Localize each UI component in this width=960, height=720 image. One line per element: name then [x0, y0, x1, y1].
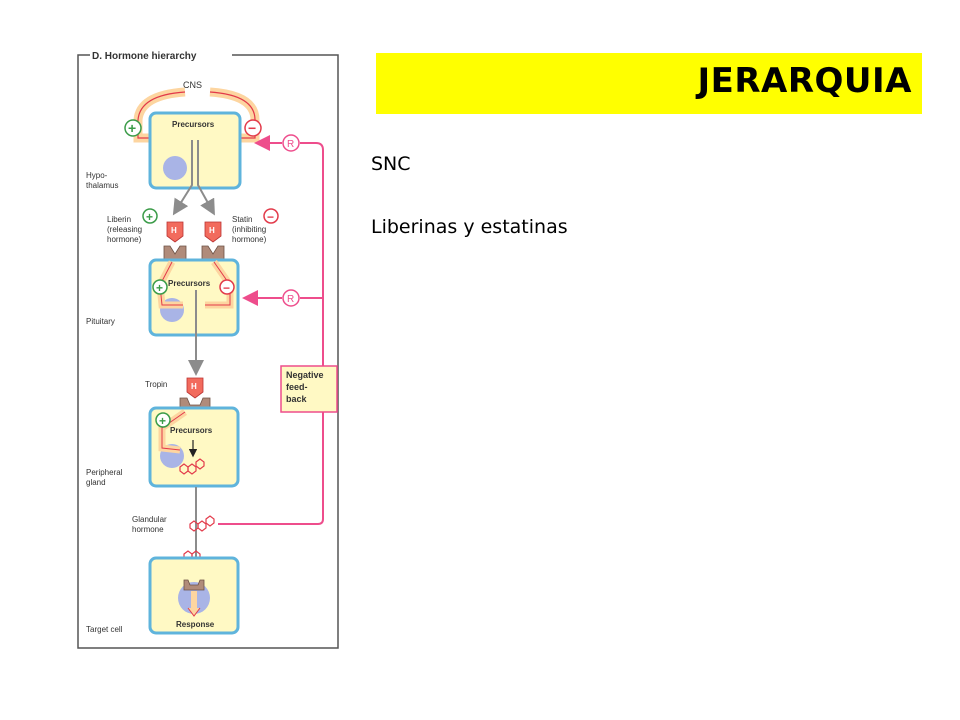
pituitary-minus-badge: − — [219, 279, 235, 295]
slide-title: JERARQUIA — [697, 61, 912, 101]
svg-text:+: + — [156, 281, 163, 295]
title-banner: JERARQUIA — [376, 53, 922, 114]
svg-text:+: + — [146, 210, 153, 224]
statin-label-1: Statin — [232, 215, 252, 224]
target-cell-label: Target cell — [86, 625, 123, 634]
negative-feedback-box: Negative feed- back — [280, 365, 338, 413]
svg-text:−: − — [223, 281, 230, 295]
hypothalamus-label-1: Hypo- — [86, 171, 108, 180]
receptor-badge-pituitary: R — [282, 289, 300, 307]
glandular-hormone-label-2: hormone — [132, 525, 164, 534]
liberin-label-3: hormone) — [107, 235, 142, 244]
hypothalamus-precursors-label: Precursors — [172, 120, 215, 129]
hypothalamus-label-2: thalamus — [86, 181, 118, 190]
liberin-plus-badge: + — [142, 208, 158, 224]
liberin-hormone: H — [166, 221, 184, 243]
negative-feedback-label-2: feed- — [286, 382, 308, 392]
peripheral-precursors-label: Precursors — [170, 426, 213, 435]
glandular-hormone-molecule — [189, 515, 215, 532]
figure-frame — [77, 54, 339, 649]
arrow-to-liberin — [172, 140, 193, 216]
liberin-label-2: (releasing — [107, 225, 142, 234]
response-label: Response — [176, 620, 215, 629]
pituitary-inhibit-arrow — [205, 260, 234, 309]
tropin-hormone: H — [186, 377, 204, 399]
svg-text:+: + — [159, 414, 166, 428]
response-arrow — [187, 591, 201, 617]
tropin-label: Tropin — [145, 380, 167, 389]
pituitary-label: Pituitary — [86, 317, 115, 326]
hypothalamus-nucleus — [163, 156, 187, 180]
cns-stimulate-arrow — [133, 87, 186, 143]
hypothalamus-minus-badge: − — [244, 119, 262, 137]
statin-hormone: H — [204, 221, 222, 243]
glandular-hormone-label-1: Glandular — [132, 515, 167, 524]
cns-label: CNS — [183, 80, 202, 90]
negative-feedback-loop — [218, 135, 324, 525]
peripheral-stimulate-arrow — [158, 409, 187, 454]
text-liberinas-estatinas: Liberinas y estatinas — [371, 216, 568, 238]
svg-text:+: + — [128, 120, 136, 136]
pituitary-precursors-label: Precursors — [168, 279, 211, 288]
statin-minus-badge: − — [263, 208, 279, 224]
pituitary-plus-badge: + — [152, 279, 168, 295]
svg-text:R: R — [287, 139, 294, 150]
figure-title: D. Hormone hierarchy — [92, 51, 197, 62]
svg-text:−: − — [248, 120, 256, 136]
text-snc: SNC — [371, 153, 411, 175]
svg-text:−: − — [267, 210, 274, 224]
arrow-to-statin — [197, 140, 215, 216]
glandular-molecule-inner — [179, 458, 205, 475]
hypothalamus-plus-badge: + — [124, 119, 142, 137]
target-receptor — [183, 579, 205, 591]
svg-text:H: H — [209, 226, 215, 235]
peripheral-gland-label-1: Peripheral — [86, 468, 123, 477]
pituitary-stimulate-arrow — [156, 260, 183, 309]
svg-text:H: H — [191, 382, 197, 391]
statin-label-3: hormone) — [232, 235, 267, 244]
peripheral-gland-label-2: gland — [86, 478, 106, 487]
peripheral-plus-badge: + — [155, 412, 171, 428]
negative-feedback-label-3: back — [286, 394, 308, 404]
svg-text:R: R — [287, 294, 294, 305]
statin-label-2: (inhibiting — [232, 225, 266, 234]
negative-feedback-label-1: Negative — [286, 370, 324, 380]
liberin-label-1: Liberin — [107, 215, 131, 224]
receptor-badge-hypothalamus: R — [282, 134, 300, 152]
svg-text:H: H — [171, 226, 177, 235]
